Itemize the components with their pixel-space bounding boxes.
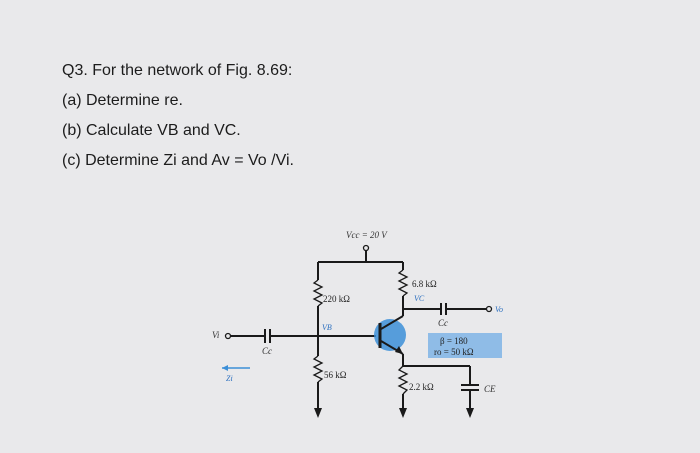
- ground-left: [314, 408, 322, 418]
- ro-label: ro = 50 kΩ: [434, 347, 474, 357]
- rb1-resistor: [312, 279, 324, 307]
- cc-out-label: Cc: [438, 318, 448, 328]
- zi-label: Zi: [226, 374, 233, 383]
- vb-label: VB: [322, 323, 332, 332]
- beta-label: β = 180: [440, 336, 468, 346]
- question-part-c: (c) Determine Zi and Av = Vo /Vi.: [62, 152, 294, 169]
- ground-right: [466, 408, 474, 418]
- transistor-highlight: [374, 319, 406, 351]
- rb2-label: 56 kΩ: [324, 370, 347, 380]
- ground-middle: [399, 408, 407, 418]
- vcc-terminal: [362, 244, 370, 252]
- question-title: Q3. For the network of Fig. 8.69:: [62, 62, 293, 79]
- zi-arrow-head: [222, 365, 228, 371]
- vi-terminal: [224, 332, 232, 340]
- rb2-resistor: [312, 355, 324, 383]
- transistor-collector: [380, 315, 404, 330]
- re-label: 2.2 kΩ: [409, 382, 434, 392]
- vi-label: Vi: [212, 330, 220, 340]
- rb1-label: 220 kΩ: [323, 294, 350, 304]
- vo-terminal: [485, 305, 493, 313]
- emitter-arrow: [395, 346, 403, 354]
- ce-label: CE: [484, 384, 496, 394]
- vcc-label: Vcc = 20 V: [346, 230, 388, 240]
- params-box: [428, 333, 502, 358]
- vo-label: Vo: [495, 305, 503, 314]
- cc-in-label: Cc: [262, 346, 272, 356]
- rc-label: 6.8 kΩ: [412, 279, 437, 289]
- question-block: Q3. For the network of Fig. 8.69: (a) De…: [62, 56, 294, 176]
- re-resistor: [397, 365, 409, 395]
- question-part-b: (b) Calculate VB and VC.: [62, 122, 241, 139]
- rc-resistor: [397, 269, 409, 297]
- vc-label: VC: [414, 294, 425, 303]
- question-part-a: (a) Determine re.: [62, 92, 183, 109]
